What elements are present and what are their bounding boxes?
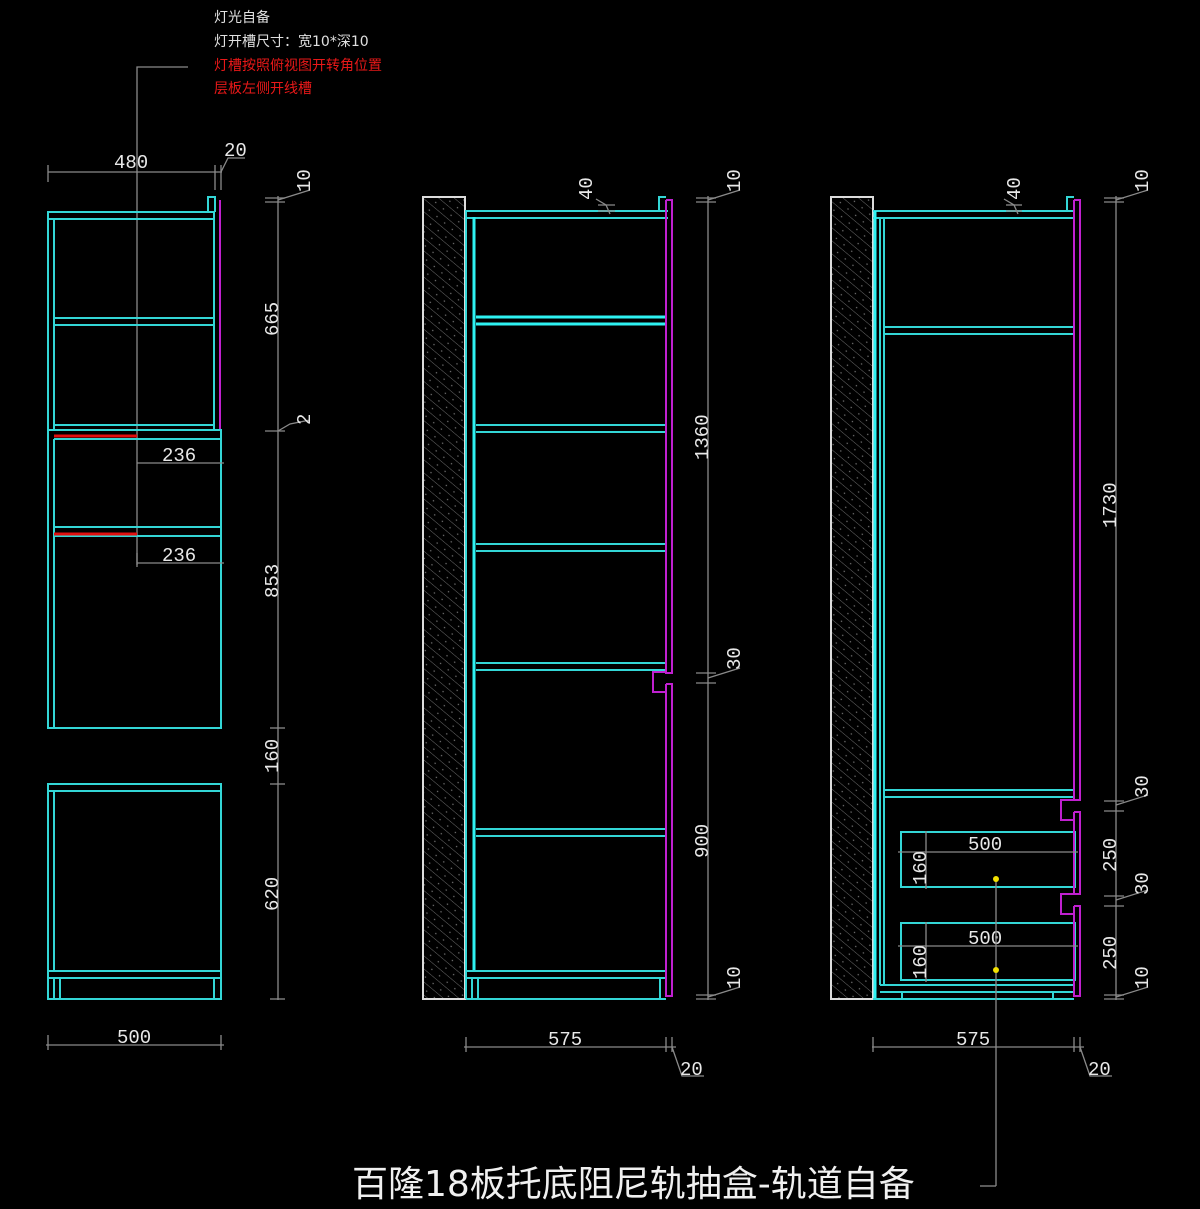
lower-cabinet-frame	[47, 783, 222, 1000]
drawer-handle-profile-2	[1060, 893, 1074, 915]
drawer-front-1	[1073, 811, 1081, 895]
dim-10-top: 10	[294, 169, 316, 192]
dim-575: 575	[548, 1029, 582, 1051]
wall-section	[422, 196, 466, 1000]
dim-10-bottom: 10	[724, 966, 746, 989]
dim-1730: 1730	[1100, 482, 1122, 528]
dim-665: 665	[262, 302, 284, 336]
top-light-lip	[207, 196, 216, 212]
note-lighting: 灯光自备	[214, 9, 270, 26]
dim-1360: 1360	[692, 414, 714, 460]
dim-900: 900	[692, 824, 714, 858]
drawer-marker-1	[993, 876, 999, 882]
drawer-handle-profile-1	[1060, 799, 1074, 821]
dim-236-a: 236	[162, 445, 196, 467]
dim-575: 575	[956, 1029, 990, 1051]
dim-30: 30	[724, 647, 746, 670]
right-elevation: 500 500 160 160 40 10 1730 30 250 30 250…	[830, 169, 1154, 1187]
dim-500: 500	[117, 1027, 151, 1049]
note-leader-line	[136, 66, 188, 565]
note-groove-size: 灯开槽尺寸：宽10*深10	[214, 33, 369, 50]
dim-620: 620	[262, 877, 284, 911]
drawer-marker-2	[993, 967, 999, 973]
dim-2: 2	[294, 414, 316, 425]
tall-door	[1073, 199, 1081, 801]
note-shelf-groove: 层板左侧开线槽	[214, 81, 312, 97]
dim-20: 20	[1088, 1059, 1111, 1081]
dim-853: 853	[262, 564, 284, 598]
dim-10-bottom: 10	[1132, 966, 1154, 989]
dim-10-top: 10	[724, 169, 746, 192]
dim-160: 160	[262, 739, 284, 773]
dim-30-a: 30	[1132, 775, 1154, 798]
left-elevation: 480 20 10 665 2 853 160 620 236 236 500	[46, 140, 316, 1050]
dim-40: 40	[1004, 177, 1026, 200]
drawing-caption: 百隆18板托底阻尼轨抽盒-轨道自备	[352, 1164, 915, 1205]
dim-30-b: 30	[1132, 872, 1154, 895]
dim-480: 480	[114, 152, 148, 174]
door-handle-profile	[652, 671, 666, 693]
dim-20: 20	[680, 1059, 703, 1081]
dim-40: 40	[576, 177, 598, 200]
dim-drawer1-160: 160	[910, 851, 932, 885]
dim-drawer2-160: 160	[910, 945, 932, 979]
wall-section	[830, 196, 874, 1000]
middle-cabinet-frame	[47, 429, 222, 729]
dim-drawer2-500: 500	[968, 928, 1002, 950]
dim-10-top: 10	[1132, 169, 1154, 192]
dim-20: 20	[224, 140, 247, 162]
dim-236-b: 236	[162, 545, 196, 567]
note-groove-position: 灯槽按照俯视图开转角位置	[214, 58, 382, 74]
notes-block: 灯光自备 灯开槽尺寸：宽10*深10 灯槽按照俯视图开转角位置 层板左侧开线槽	[136, 9, 382, 565]
upper-cabinet-frame	[47, 211, 215, 431]
dim-250-a: 250	[1100, 838, 1122, 872]
middle-elevation: 40 10 1360 30 900 10 575 20	[422, 169, 746, 1081]
dim-drawer1-500: 500	[968, 834, 1002, 856]
drawer-front-2	[1073, 905, 1081, 997]
upper-door	[665, 199, 673, 674]
lower-door	[665, 683, 673, 997]
dim-250-b: 250	[1100, 936, 1122, 970]
